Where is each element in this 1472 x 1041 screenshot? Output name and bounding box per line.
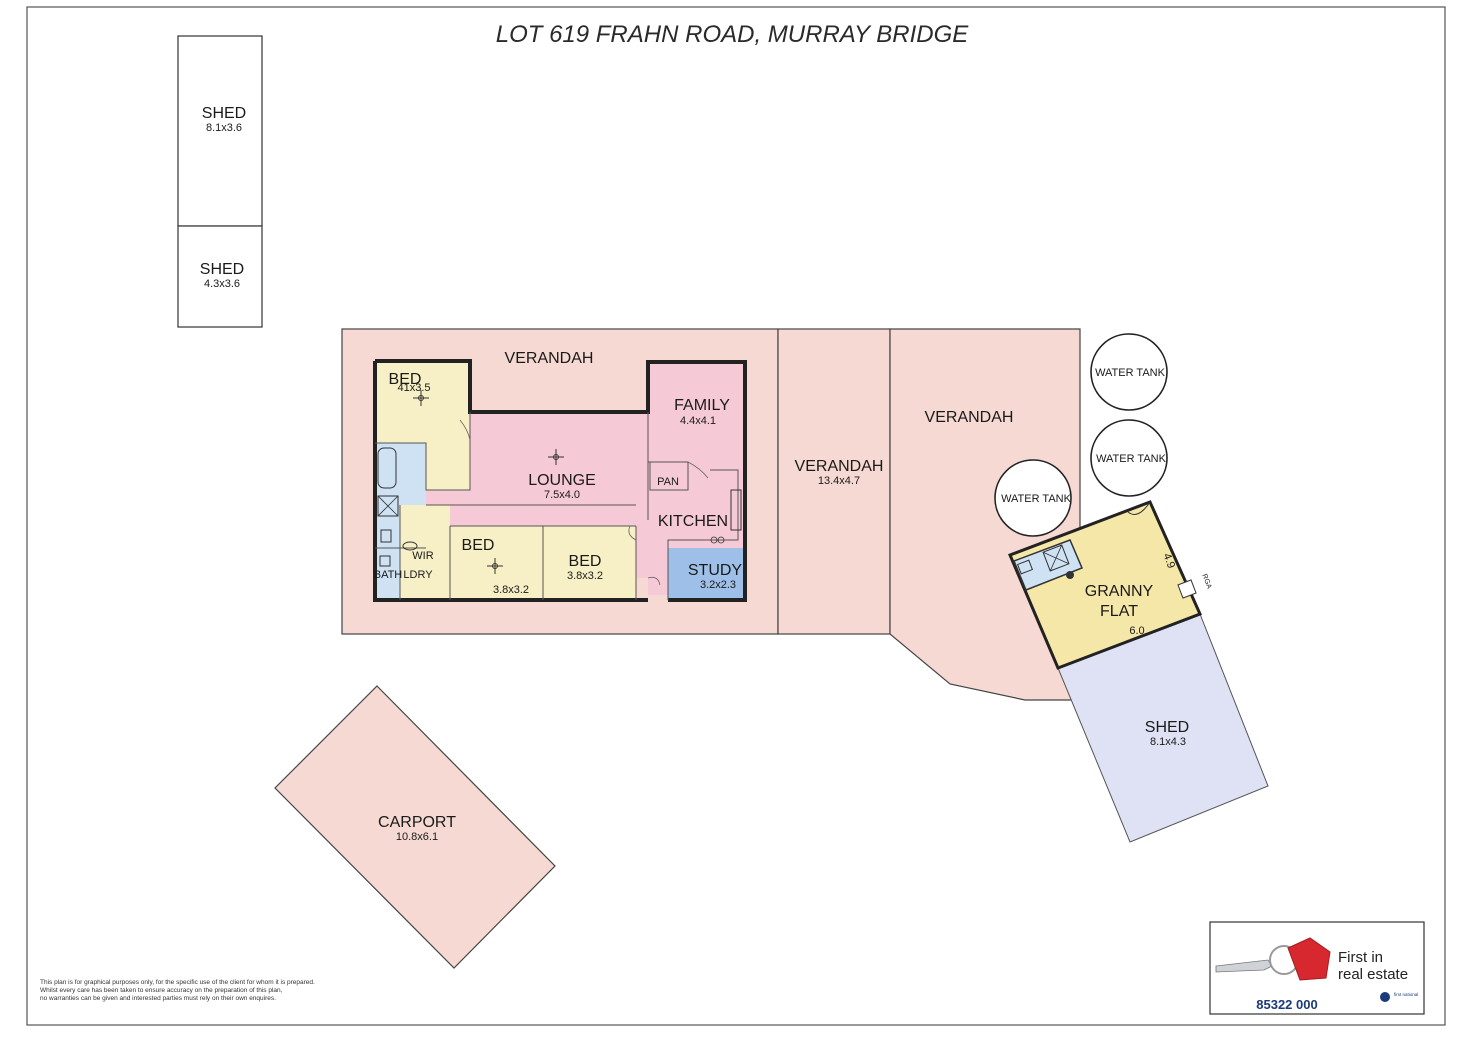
- brand-icon: [1380, 992, 1390, 1002]
- bed-3-label: BED: [569, 553, 602, 570]
- water-tank-2-label: WATER TANK: [1096, 453, 1167, 465]
- room-family: [648, 362, 745, 462]
- study-dims: 3.2x2.3: [700, 579, 736, 591]
- water-tank-1: WATER TANK: [1090, 333, 1168, 411]
- key-icon: [1215, 937, 1331, 981]
- lounge-dims: 7.5x4.0: [544, 489, 580, 501]
- agency-brand: first national: [1394, 992, 1418, 997]
- room-bed-3: [543, 526, 636, 600]
- verandah-mid-dims: 13.4x4.7: [818, 475, 860, 487]
- agency-line-1: First in: [1338, 949, 1383, 966]
- water-tank-3-label: WATER TANK: [1001, 493, 1072, 505]
- carport: [274, 685, 556, 969]
- granny-flat-depth: 4.9: [1160, 552, 1177, 571]
- disclaimer: This plan is for graphical purposes only…: [40, 979, 315, 1002]
- granny-flat-width: 6.0: [1129, 625, 1144, 637]
- study-label: STUDY: [688, 562, 743, 579]
- verandah-main-label: VERANDAH: [505, 350, 594, 367]
- kitchen-label: KITCHEN: [658, 513, 728, 530]
- shed-small-name: SHED: [200, 261, 244, 278]
- family-dims: 4.4x4.1: [680, 415, 716, 427]
- room-bed-1: [375, 361, 470, 443]
- verandah-right-label: VERANDAH: [925, 409, 1014, 426]
- verandah-mid: [777, 328, 891, 635]
- shed-right-label: SHED: [1145, 719, 1189, 736]
- carport-label: CARPORT: [378, 814, 456, 831]
- room-wir: [426, 443, 470, 490]
- shed-top: SHED 8.1x3.6: [177, 35, 263, 227]
- page-border: [26, 6, 1446, 1026]
- agency-logo: First in real estate 85322 000 first nat…: [1209, 921, 1425, 1015]
- shed-top-dims: 8.1x3.6: [206, 122, 242, 134]
- carport-dims: 10.8x6.1: [396, 831, 438, 843]
- disclaimer-line-3: no warranties can be given and intereste…: [40, 995, 276, 1002]
- room-study: [668, 548, 745, 600]
- granny-flat-label-1: GRANNY: [1085, 583, 1154, 600]
- water-tank-2: WATER TANK: [1090, 419, 1168, 497]
- lounge-label: LOUNGE: [528, 472, 596, 489]
- pantry-label: PAN: [657, 476, 679, 488]
- plan-title: LOT 619 FRAHN ROAD, MURRAY BRIDGE: [496, 21, 970, 48]
- bed-2-dims: 3.8x3.2: [493, 584, 529, 596]
- water-tank-1-label: WATER TANK: [1095, 367, 1166, 379]
- disclaimer-line-2: Whilst every care has been taken to ensu…: [40, 987, 283, 994]
- granny-flat: RGA GRANNY FLAT 6.0 4.9: [1008, 500, 1213, 670]
- granny-flat-label-2: FLAT: [1100, 603, 1138, 620]
- family-label: FAMILY: [674, 397, 730, 414]
- agency-phone: 85322 000: [1256, 997, 1317, 1012]
- shed-small-dims: 4.3x3.6: [204, 278, 240, 290]
- bed-2-label: BED: [462, 537, 495, 554]
- shed-right-dims: 8.1x4.3: [1150, 736, 1186, 748]
- water-tank-3: WATER TANK: [994, 459, 1072, 537]
- bed-3-dims: 3.8x3.2: [567, 570, 603, 582]
- laundry-label: LDRY: [403, 569, 433, 581]
- verandah-mid-label: VERANDAH: [795, 458, 884, 475]
- bed-1-dims: 41x3.5: [397, 382, 430, 394]
- wir-label: WIR: [412, 550, 433, 562]
- shed-top-name: SHED: [202, 105, 246, 122]
- granny-flat-tag: RGA: [1200, 573, 1212, 590]
- shed-small: SHED 4.3x3.6: [177, 225, 263, 328]
- bath-label: BATH: [374, 569, 403, 581]
- agency-line-2: real estate: [1338, 966, 1408, 983]
- bed-1-label: BED: [389, 371, 422, 388]
- house: BED 41x3.5 LOUNGE 7.5x4.0 FAMILY 4.4x4.1…: [373, 359, 747, 602]
- room-bed-2: [450, 526, 543, 600]
- disclaimer-line-1: This plan is for graphical purposes only…: [40, 979, 315, 986]
